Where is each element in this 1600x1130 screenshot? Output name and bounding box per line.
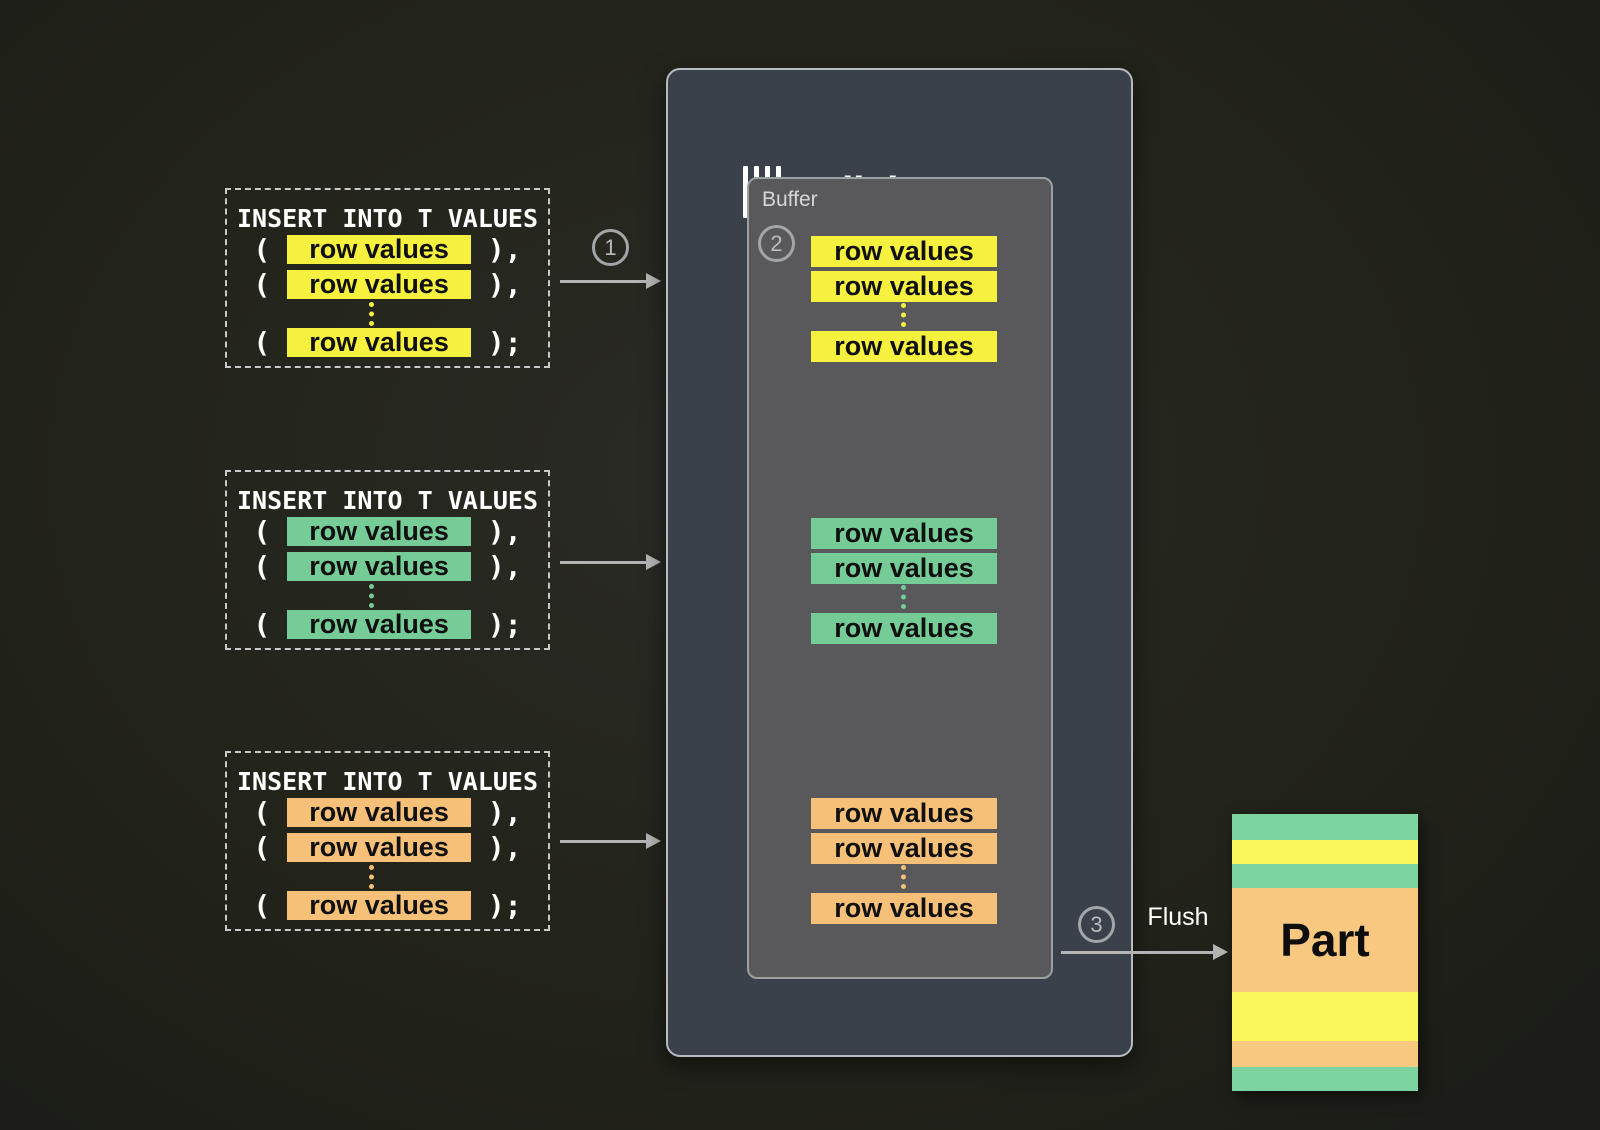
part-stripe xyxy=(1232,1041,1418,1067)
close-paren-comma: ), xyxy=(471,233,522,266)
insert-row: ( row values ), xyxy=(227,552,548,581)
row-values-chip: row values xyxy=(287,891,472,920)
part-stripe xyxy=(1232,1066,1418,1092)
insert-row: ( row values ); xyxy=(227,610,548,639)
insert-row: ( row values ); xyxy=(227,891,548,920)
step-1-badge: 1 xyxy=(592,229,629,266)
open-paren: ( xyxy=(253,326,288,359)
insert-statement-block-2: INSERT INTO T VALUES ( row values ), ( r… xyxy=(225,470,550,650)
close-paren-comma: ), xyxy=(471,515,522,548)
close-paren-semicolon: ); xyxy=(471,889,522,922)
ellipsis-dots-icon xyxy=(901,865,906,889)
insert-row: ( row values ), xyxy=(227,270,548,299)
ellipsis-dots-icon xyxy=(369,584,374,608)
ellipsis-dots-icon xyxy=(369,302,374,326)
insert-row: ( row values ), xyxy=(227,833,548,862)
open-paren: ( xyxy=(253,515,288,548)
close-paren-comma: ), xyxy=(471,796,522,829)
insert-title: INSERT INTO T VALUES xyxy=(236,204,539,233)
logo-bar xyxy=(743,166,748,218)
arrow-flush xyxy=(1061,944,1228,960)
step-3-badge: 3 xyxy=(1078,906,1115,943)
row-values-chip: row values xyxy=(287,235,472,264)
row-values-chip: row values xyxy=(287,610,472,639)
arrowhead-icon xyxy=(1213,944,1228,960)
close-paren-semicolon: ); xyxy=(471,608,522,641)
close-paren-comma: ), xyxy=(471,831,522,864)
buffered-row: row values xyxy=(811,518,997,549)
row-values-chip: row values xyxy=(287,270,472,299)
arrow-insert-2 xyxy=(560,554,661,570)
close-paren-comma: ), xyxy=(471,268,522,301)
clickhouse-server-box: ClickHouse Buffer row values row values … xyxy=(666,68,1133,1057)
row-values-chip: row values xyxy=(287,833,472,862)
open-paren: ( xyxy=(253,796,288,829)
insert-title: INSERT INTO T VALUES xyxy=(236,767,539,796)
open-paren: ( xyxy=(253,608,288,641)
ellipsis-dots-icon xyxy=(901,585,906,609)
arrow-insert-1 xyxy=(560,273,661,289)
part-stripe xyxy=(1232,991,1418,1042)
part-stripe xyxy=(1232,814,1418,840)
buffered-row: row values xyxy=(811,553,997,584)
part-label: Part xyxy=(1280,914,1370,967)
buffer-cluster-green: row values row values row values xyxy=(749,518,1051,644)
insert-row: ( row values ), xyxy=(227,798,548,827)
arrowhead-icon xyxy=(646,833,661,849)
insert-title: INSERT INTO T VALUES xyxy=(236,486,539,515)
close-paren-comma: ), xyxy=(471,550,522,583)
arrowhead-icon xyxy=(646,273,661,289)
part-stripe xyxy=(1232,839,1418,864)
open-paren: ( xyxy=(253,831,288,864)
buffered-row: row values xyxy=(811,331,997,362)
row-values-chip: row values xyxy=(287,552,472,581)
buffered-row: row values xyxy=(811,271,997,302)
part-block: Part xyxy=(1232,814,1418,1092)
open-paren: ( xyxy=(253,233,288,266)
ellipsis-dots-icon xyxy=(369,865,374,889)
insert-row: ( row values ), xyxy=(227,517,548,546)
buffer-label: Buffer xyxy=(762,188,818,211)
row-values-chip: row values xyxy=(287,517,472,546)
buffered-row: row values xyxy=(811,798,997,829)
row-values-chip: row values xyxy=(287,328,472,357)
buffered-row: row values xyxy=(811,833,997,864)
buffered-row: row values xyxy=(811,236,997,267)
close-paren-semicolon: ); xyxy=(471,326,522,359)
open-paren: ( xyxy=(253,889,288,922)
ellipsis-dots-icon xyxy=(901,303,906,327)
open-paren: ( xyxy=(253,268,288,301)
insert-statement-block-1: INSERT INTO T VALUES ( row values ), ( r… xyxy=(225,188,550,368)
flush-label: Flush xyxy=(1147,903,1209,931)
buffer-box: Buffer row values row values row values … xyxy=(747,177,1053,979)
insert-row: ( row values ); xyxy=(227,328,548,357)
buffered-row: row values xyxy=(811,893,997,924)
open-paren: ( xyxy=(253,550,288,583)
arrow-insert-3 xyxy=(560,833,661,849)
insert-statement-block-3: INSERT INTO T VALUES ( row values ), ( r… xyxy=(225,751,550,931)
row-values-chip: row values xyxy=(287,798,472,827)
part-stripe xyxy=(1232,863,1418,889)
buffer-cluster-orange: row values row values row values xyxy=(749,798,1051,924)
insert-row: ( row values ), xyxy=(227,235,548,264)
step-2-badge: 2 xyxy=(758,225,795,262)
buffered-row: row values xyxy=(811,613,997,644)
part-stripe: Part xyxy=(1232,888,1418,992)
buffer-cluster-yellow: row values row values row values xyxy=(749,236,1051,362)
arrowhead-icon xyxy=(646,554,661,570)
